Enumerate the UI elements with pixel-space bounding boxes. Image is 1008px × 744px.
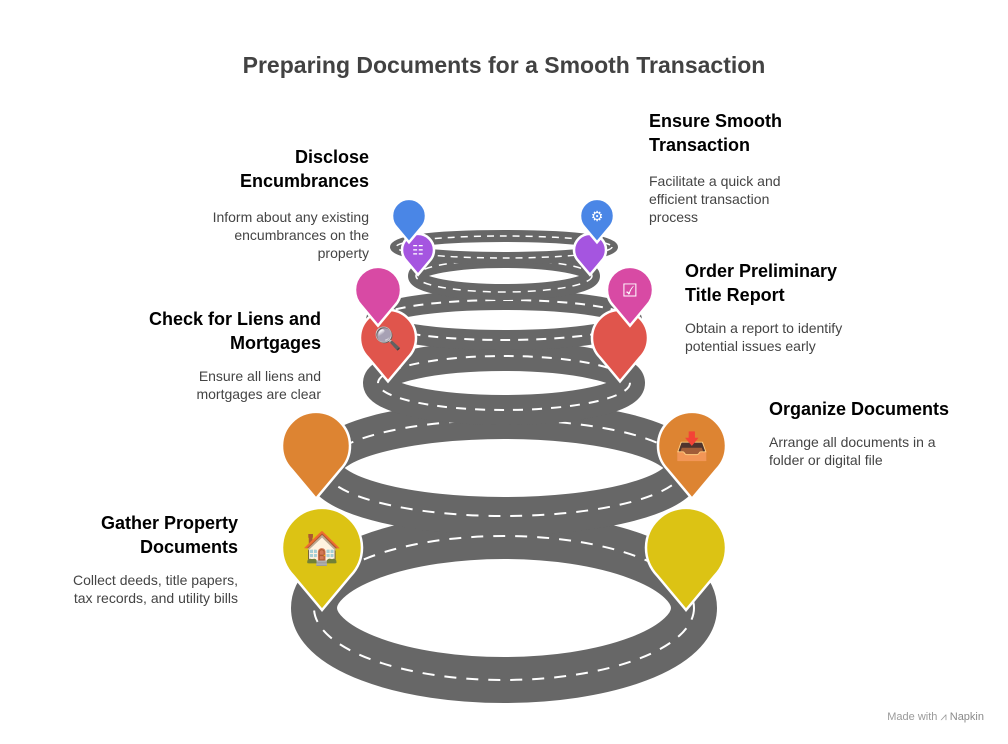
- document-house-icon: 🏠: [302, 529, 342, 567]
- map-pin-4: [353, 265, 403, 328]
- step-ensure-desc-line2: efficient transaction: [649, 191, 770, 207]
- map-pin-2: 📥: [656, 410, 728, 501]
- step-disclose-desc-line2: encumbrances on the: [234, 227, 369, 243]
- inbox-tray-icon: 📥: [675, 431, 709, 463]
- map-pin-shape: [400, 232, 436, 277]
- step-ensure-desc-line1: Facilitate a quick and: [649, 173, 781, 189]
- document-magnifier-icon: 🔍: [374, 324, 401, 352]
- step-organize-desc: Arrange all documents in a folder or dig…: [769, 433, 989, 469]
- step-disclose-desc: Inform about any existing encumbrances o…: [160, 208, 369, 262]
- step-disclose-title: Disclose Encumbrances: [160, 145, 369, 193]
- footer-credit[interactable]: Made with ⩘ Napkin: [887, 711, 984, 724]
- step-gather-title: Gather Property Documents: [40, 511, 238, 559]
- road-loop-6-centerline: [395, 235, 613, 259]
- checklist-icon: ☑: [622, 280, 638, 301]
- step-liens-title-line2: Mortgages: [229, 333, 321, 353]
- step-gather-desc-line2: tax records, and utility bills: [73, 590, 238, 606]
- map-pin-6: [390, 197, 428, 245]
- map-pin-5: ☷: [400, 232, 436, 277]
- map-pin-shape: [353, 265, 403, 328]
- step-disclose-title-line1: Disclose: [294, 147, 369, 167]
- footer-brand: Napkin: [949, 711, 984, 723]
- step-organize-desc-line1: Arrange all documents in a: [769, 434, 936, 450]
- gears-check-icon: ⚙: [591, 209, 604, 225]
- map-pin-shape: [644, 506, 728, 612]
- step-organize-title-line1: Organize Documents: [769, 399, 950, 419]
- step-title-report-title-line2: Title Report: [685, 285, 785, 305]
- step-disclose-desc-line3: property: [317, 245, 369, 261]
- step-liens-desc-line1: Ensure all liens and: [198, 368, 321, 384]
- road-loop-3-centerline: [377, 355, 631, 411]
- map-pins: 🏠 📥 🔍 ☑ ☷ ⚙: [280, 197, 728, 612]
- step-organize-title: Organize Documents: [769, 397, 989, 421]
- step-ensure-desc-line3: process: [649, 209, 699, 225]
- step-title-report-title-line1: Order Preliminary: [685, 261, 838, 281]
- map-pin-shape: [578, 197, 616, 245]
- step-liens-title-line1: Check for Liens and: [148, 309, 321, 329]
- map-pin-2: [280, 410, 352, 501]
- map-pin-shape: [280, 410, 352, 501]
- step-ensure-title-line2: Transaction: [649, 135, 751, 155]
- step-title-report-desc-line2: potential issues early: [685, 338, 816, 354]
- step-ensure-title: Ensure Smooth Transaction: [649, 109, 869, 157]
- map-pin-1: 🏠: [280, 506, 364, 612]
- step-title-report-title: Order Preliminary Title Report: [685, 259, 905, 307]
- map-pin-3: 🔍: [358, 308, 418, 384]
- map-pin-4: ☑: [605, 265, 655, 328]
- step-organize-desc-line2: folder or digital file: [769, 452, 883, 468]
- step-gather-desc: Collect deeds, title papers, tax records…: [20, 571, 238, 607]
- step-title-report-desc: Obtain a report to identify potential is…: [685, 319, 905, 355]
- step-gather-desc-line1: Collect deeds, title papers,: [73, 572, 238, 588]
- road-loop-1-centerline: [313, 535, 695, 681]
- map-pin-shape: [280, 506, 364, 612]
- map-pin-6: ⚙: [578, 197, 616, 245]
- step-gather-title-line2: Documents: [139, 537, 238, 557]
- map-pin-shape: [605, 265, 655, 328]
- step-liens-desc-line2: mortgages are clear: [196, 386, 321, 402]
- step-disclose-title-line2: Encumbrances: [239, 171, 369, 191]
- step-gather-title-line1: Gather Property: [100, 513, 238, 533]
- step-ensure-desc: Facilitate a quick and efficient transac…: [649, 172, 869, 226]
- map-pin-1: [644, 506, 728, 612]
- step-disclose-desc-line1: Inform about any existing: [212, 209, 369, 225]
- step-liens-title: Check for Liens and Mortgages: [100, 307, 321, 355]
- map-pin-shape: [656, 410, 728, 501]
- map-pin-shape: [390, 197, 428, 245]
- page-title: Preparing Documents for a Smooth Transac…: [242, 52, 766, 78]
- footer-made-with: Made with: [887, 711, 938, 723]
- step-title-report-desc-line1: Obtain a report to identify: [685, 320, 843, 336]
- fence-icon: ☷: [412, 243, 424, 258]
- step-ensure-title-line1: Ensure Smooth: [649, 111, 783, 131]
- napkin-logo-icon: ⩘: [940, 711, 947, 723]
- step-liens-desc: Ensure all liens and mortgages are clear: [100, 367, 321, 403]
